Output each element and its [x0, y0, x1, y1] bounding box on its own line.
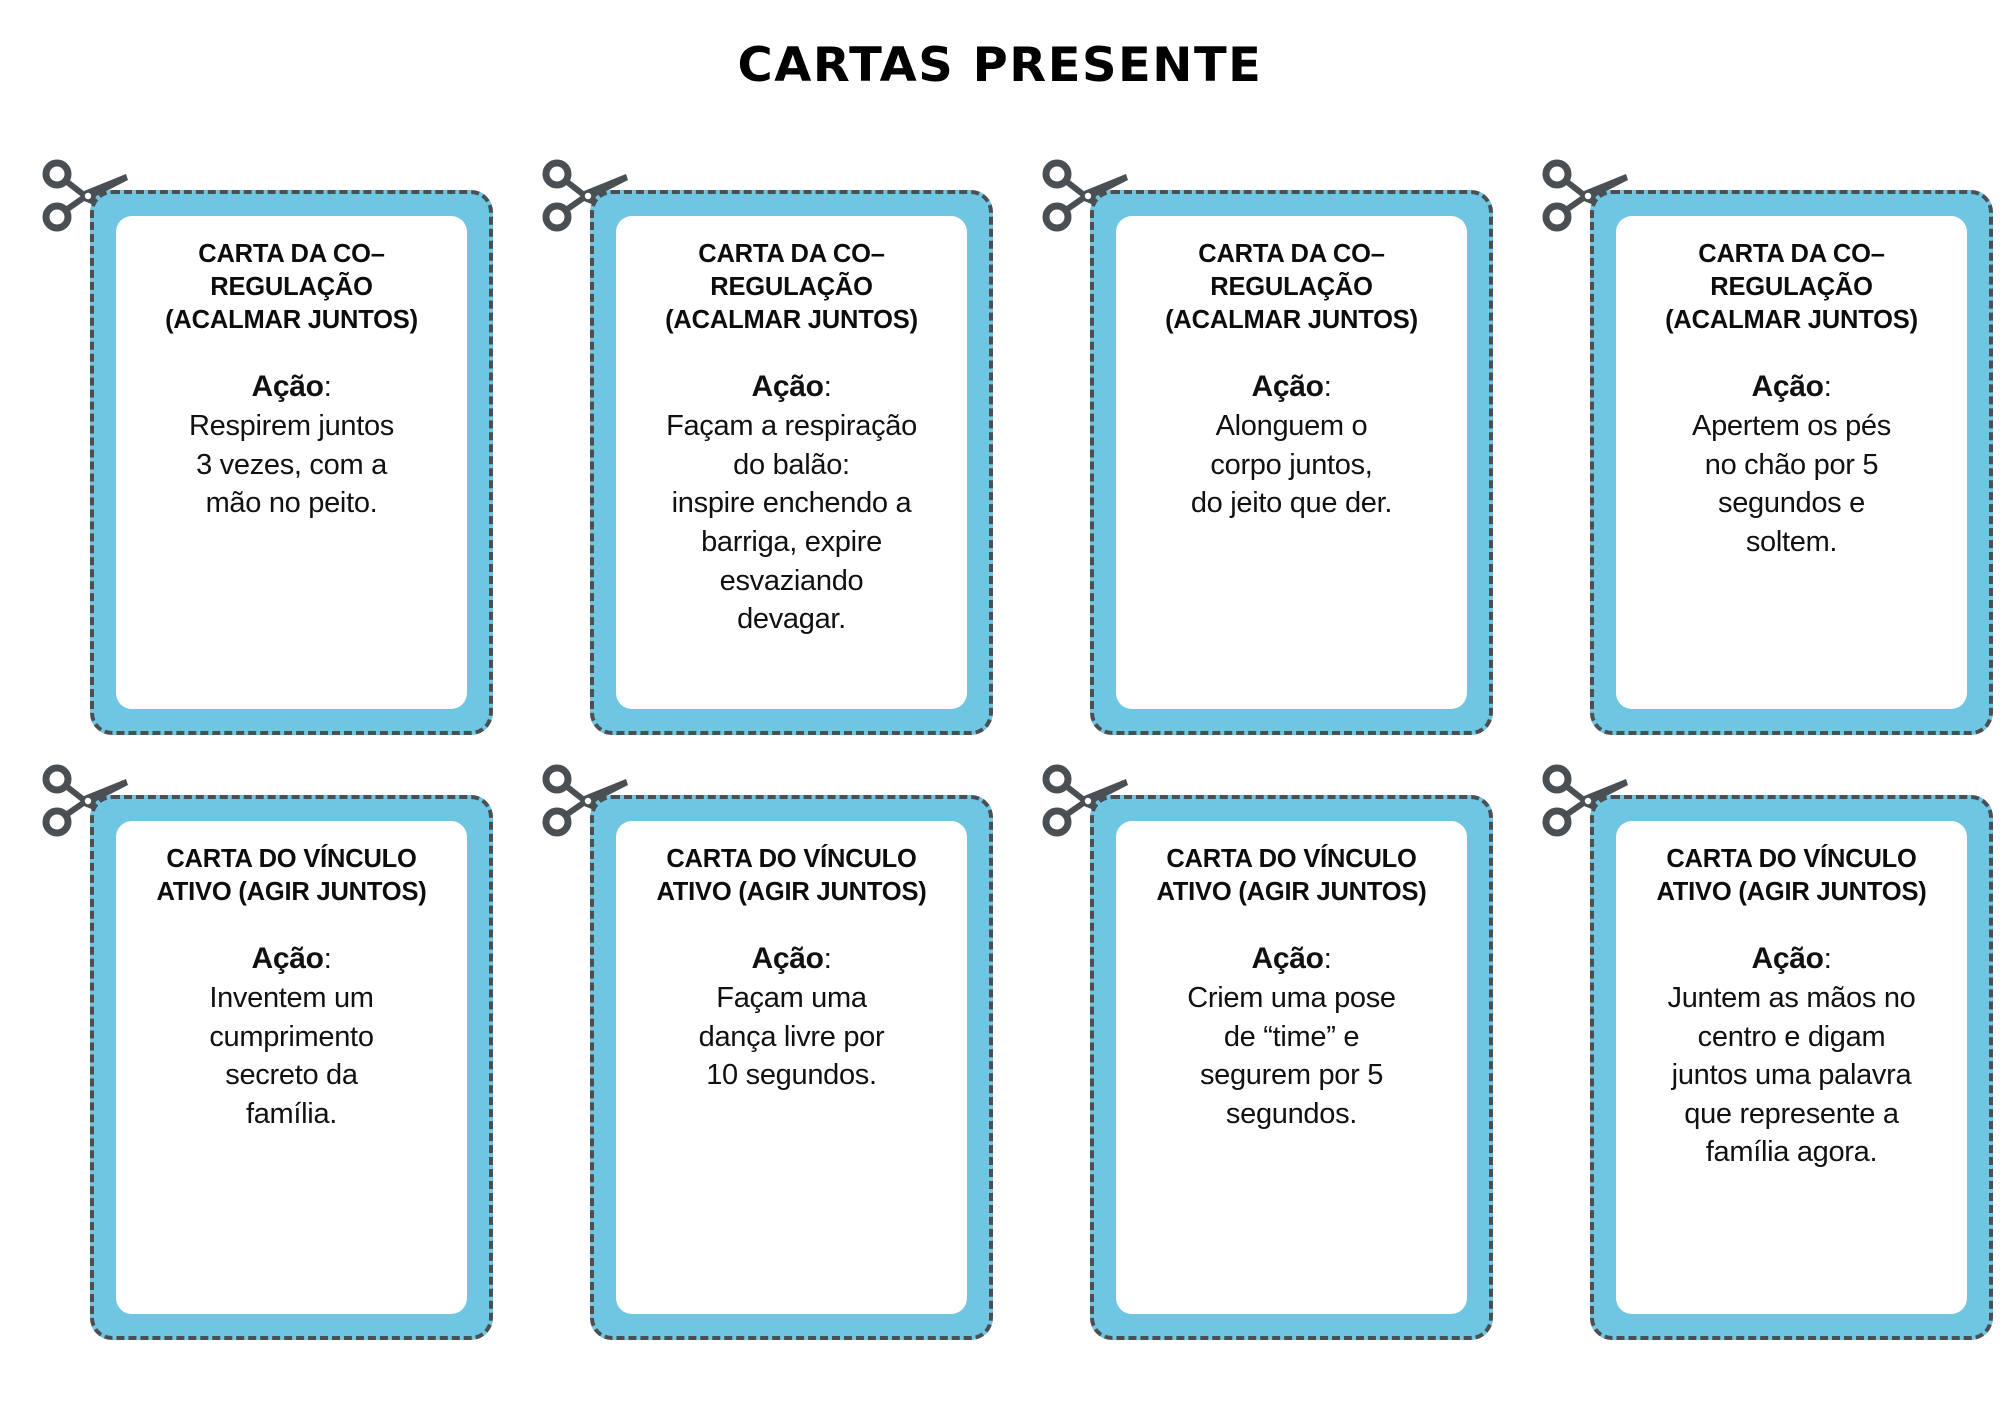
card-heading: CARTA DO VÍNCULO ATIVO (AGIR JUNTOS): [156, 845, 427, 907]
card-face: CARTA DA CO– REGULAÇÃO (ACALMAR JUNTOS) A…: [1616, 216, 1967, 709]
card-face: CARTA DA CO– REGULAÇÃO (ACALMAR JUNTOS) A…: [1116, 216, 1467, 709]
card-action-text: Façam uma dança livre por 10 segundos.: [698, 982, 885, 1092]
card-action-block: Ação: Respirem juntos 3 vezes, com a mão …: [136, 367, 447, 523]
card-action-text: Alonguem o corpo juntos, do jeito que de…: [1190, 410, 1393, 520]
card-action-colon: :: [323, 943, 332, 976]
card-action-text: Inventem um cumprimento secreto da famíl…: [209, 982, 374, 1130]
card-action-block: Ação: Alonguem o corpo juntos, do jeito q…: [1136, 367, 1447, 523]
card-spacer: [636, 337, 947, 367]
card-slot: CARTA DO VÍNCULO ATIVO (AGIR JUNTOS) Ação…: [500, 763, 1000, 1368]
card-slot: CARTA DA CO– REGULAÇÃO (ACALMAR JUNTOS) A…: [500, 158, 1000, 763]
card-face: CARTA DA CO– REGULAÇÃO (ACALMAR JUNTOS) A…: [116, 216, 467, 709]
card-face: CARTA DO VÍNCULO ATIVO (AGIR JUNTOS) Ação…: [616, 821, 967, 1314]
card-action-label: Ação: [751, 370, 824, 404]
card-heading: CARTA DA CO– REGULAÇÃO (ACALMAR JUNTOS): [1665, 240, 1918, 335]
card-face: CARTA DO VÍNCULO ATIVO (AGIR JUNTOS) Ação…: [1116, 821, 1467, 1314]
card-action-text: Façam a respiração do balão: inspire enc…: [666, 410, 917, 636]
card-spacer: [1636, 909, 1947, 939]
cards-grid: CARTA DA CO– REGULAÇÃO (ACALMAR JUNTOS) A…: [0, 158, 2000, 1368]
card-heading: CARTA DA CO– REGULAÇÃO (ACALMAR JUNTOS): [1165, 240, 1418, 335]
card-action-label: Ação: [1751, 942, 1824, 976]
card-action-colon: :: [323, 371, 332, 404]
card-action-label: Ação: [251, 370, 324, 404]
card-slot: CARTA DA CO– REGULAÇÃO (ACALMAR JUNTOS) A…: [1500, 158, 2000, 763]
card-action-colon: :: [823, 943, 832, 976]
card-action-label: Ação: [1251, 370, 1324, 404]
cut-out-card[interactable]: CARTA DO VÍNCULO ATIVO (AGIR JUNTOS) Ação…: [590, 795, 993, 1340]
card-slot: CARTA DA CO– REGULAÇÃO (ACALMAR JUNTOS) A…: [1000, 158, 1500, 763]
card-spacer: [1636, 337, 1947, 367]
cut-out-card[interactable]: CARTA DO VÍNCULO ATIVO (AGIR JUNTOS) Ação…: [1590, 795, 1993, 1340]
card-spacer: [1136, 909, 1447, 939]
card-action-label: Ação: [1251, 942, 1324, 976]
card-slot: CARTA DO VÍNCULO ATIVO (AGIR JUNTOS) Ação…: [1000, 763, 1500, 1368]
card-action-label: Ação: [751, 942, 824, 976]
card-face: CARTA DO VÍNCULO ATIVO (AGIR JUNTOS) Ação…: [116, 821, 467, 1314]
cut-out-card[interactable]: CARTA DO VÍNCULO ATIVO (AGIR JUNTOS) Ação…: [1090, 795, 1493, 1340]
card-action-label: Ação: [251, 942, 324, 976]
card-action-block: Ação: Façam a respiração do balão: inspir…: [636, 367, 947, 638]
card-slot: CARTA DA CO– REGULAÇÃO (ACALMAR JUNTOS) A…: [0, 158, 500, 763]
cut-out-card[interactable]: CARTA DA CO– REGULAÇÃO (ACALMAR JUNTOS) A…: [1090, 190, 1493, 735]
card-heading: CARTA DO VÍNCULO ATIVO (AGIR JUNTOS): [1656, 845, 1927, 907]
card-face: CARTA DA CO– REGULAÇÃO (ACALMAR JUNTOS) A…: [616, 216, 967, 709]
card-action-colon: :: [1323, 943, 1332, 976]
card-heading: CARTA DA CO– REGULAÇÃO (ACALMAR JUNTOS): [165, 240, 418, 335]
card-action-colon: :: [823, 371, 832, 404]
page-title: CARTAS PRESENTE: [737, 38, 1263, 93]
card-action-text: Apertem os pés no chão por 5 segundos e …: [1692, 410, 1891, 558]
card-action-label: Ação: [1751, 370, 1824, 404]
card-action-block: Ação: Inventem um cumprimento secreto da …: [136, 939, 447, 1133]
card-action-colon: :: [1823, 371, 1832, 404]
card-spacer: [136, 909, 447, 939]
cut-out-card[interactable]: CARTA DA CO– REGULAÇÃO (ACALMAR JUNTOS) A…: [1590, 190, 1993, 735]
card-heading: CARTA DO VÍNCULO ATIVO (AGIR JUNTOS): [656, 845, 927, 907]
card-action-text: Juntem as mãos no centro e digam juntos …: [1667, 982, 1916, 1169]
card-action-colon: :: [1323, 371, 1332, 404]
card-slot: CARTA DO VÍNCULO ATIVO (AGIR JUNTOS) Ação…: [1500, 763, 2000, 1368]
card-action-block: Ação: Juntem as mãos no centro e digam ju…: [1636, 939, 1947, 1172]
card-spacer: [136, 337, 447, 367]
cut-out-card[interactable]: CARTA DO VÍNCULO ATIVO (AGIR JUNTOS) Ação…: [90, 795, 493, 1340]
card-action-block: Ação: Criem uma pose de “time” e segurem …: [1136, 939, 1447, 1133]
card-heading: CARTA DA CO– REGULAÇÃO (ACALMAR JUNTOS): [665, 240, 918, 335]
card-action-block: Ação: Apertem os pés no chão por 5 segund…: [1636, 367, 1947, 561]
card-action-text: Criem uma pose de “time” e segurem por 5…: [1187, 982, 1396, 1130]
card-action-text: Respirem juntos 3 vezes, com a mão no pe…: [188, 410, 395, 520]
card-action-block: Ação: Façam uma dança livre por 10 segund…: [636, 939, 947, 1095]
card-spacer: [636, 909, 947, 939]
card-face: CARTA DO VÍNCULO ATIVO (AGIR JUNTOS) Ação…: [1616, 821, 1967, 1314]
cut-out-card[interactable]: CARTA DA CO– REGULAÇÃO (ACALMAR JUNTOS) A…: [90, 190, 493, 735]
cut-out-card[interactable]: CARTA DA CO– REGULAÇÃO (ACALMAR JUNTOS) A…: [590, 190, 993, 735]
card-spacer: [1136, 337, 1447, 367]
card-action-colon: :: [1823, 943, 1832, 976]
card-heading: CARTA DO VÍNCULO ATIVO (AGIR JUNTOS): [1156, 845, 1427, 907]
card-slot: CARTA DO VÍNCULO ATIVO (AGIR JUNTOS) Ação…: [0, 763, 500, 1368]
